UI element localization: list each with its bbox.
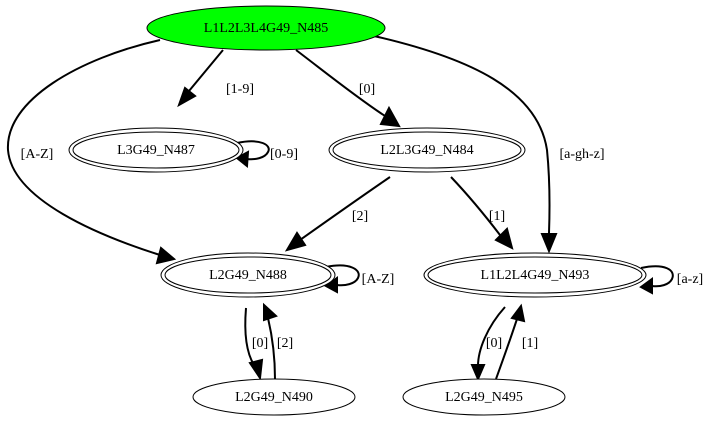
node-N495: L2G49_N495 [402, 378, 566, 416]
edge-N493-to-N493: [a-z] [639, 265, 703, 295]
edge-label: [0] [359, 82, 375, 97]
node-label: L3G49_N487 [117, 143, 195, 158]
node-label: L2L3G49_N484 [380, 143, 473, 158]
edge-arrowhead [540, 233, 558, 254]
node-N487: L3G49_N487 [68, 127, 244, 173]
edge-N484-to-N488: [2] [284, 176, 391, 252]
edge-arrowhead [263, 302, 278, 322]
edge-N484-to-N493: [1] [450, 176, 514, 250]
node-label: L2G49_N490 [235, 390, 313, 405]
accepting-ring [164, 256, 332, 294]
edge-label: [0] [486, 336, 502, 351]
edge-arrowhead [248, 358, 264, 381]
edge-label: [1-9] [226, 82, 254, 97]
accepting-ring [427, 256, 643, 294]
accepting-ring [332, 131, 522, 169]
edge-line [495, 318, 518, 380]
edge-arrowhead [155, 246, 177, 265]
edge-line [640, 265, 674, 288]
node-label: L1L2L3L4G49_N485 [204, 21, 328, 36]
edge-N488-to-N490: [0] [244, 307, 268, 381]
node-N484: L2L3G49_N484 [328, 127, 526, 173]
edge-N487-to-N487: [0-9] [235, 140, 298, 168]
edge-N490-to-N488: [2] [263, 302, 293, 380]
edge-label: [a-z] [677, 272, 703, 287]
node-N485: L1L2L3L4G49_N485 [146, 5, 386, 51]
node-label: L2G49_N488 [209, 268, 287, 283]
node-shape [192, 378, 356, 416]
edge-line [325, 264, 360, 287]
edge-line [450, 176, 501, 236]
edge-label: [0-9] [270, 147, 298, 162]
edge-N485-to-N487: [1-9] [177, 49, 254, 108]
edge-arrowhead [177, 86, 197, 108]
edge-line [236, 140, 270, 161]
edge-label: [A-Z] [21, 147, 54, 162]
edge-N485-to-N493: [a-gh-z] [373, 35, 605, 254]
node-N490: L2G49_N490 [192, 378, 356, 416]
node-N488: L2G49_N488 [160, 252, 336, 298]
node-label: L1L2L4G49_N493 [481, 268, 590, 283]
edge-N495-to-N493: [1] [495, 303, 538, 380]
edge-line [188, 49, 224, 92]
edge-label: [A-Z] [362, 272, 395, 287]
edge-label: [2] [352, 209, 368, 224]
edge-label: [1] [522, 336, 538, 351]
edge-arrowhead [235, 150, 250, 168]
node-N493: L1L2L4G49_N493 [423, 252, 647, 298]
edge-line [295, 49, 386, 117]
edge-line [6, 39, 161, 256]
edge-arrowhead [494, 227, 514, 250]
edge-line [267, 317, 276, 380]
edge-arrowhead [639, 277, 653, 295]
edge-label: [2] [277, 336, 293, 351]
edge-label: [0] [252, 336, 268, 351]
edge-line [373, 35, 551, 234]
accepting-ring [72, 131, 240, 169]
edge-label: [a-gh-z] [559, 147, 604, 162]
edge-N485-to-N484: [0] [295, 49, 401, 128]
edge-N485-to-N488: [A-Z] [6, 39, 177, 265]
edge-arrowhead [379, 105, 401, 128]
edges-layer: [1-9] [0] [A-Z] [a-gh-z] [0-9] [2] [1] [A-Z] [0]… [6, 35, 703, 382]
edge-arrowhead [470, 364, 486, 382]
edge-N493-to-N495: [0] [470, 306, 506, 382]
node-shape [402, 378, 566, 416]
node-label: L2G49_N495 [445, 390, 523, 405]
edge-line [477, 306, 506, 367]
edge-arrowhead [510, 303, 526, 323]
edge-N488-to-N488: [A-Z] [324, 264, 395, 294]
edge-line [299, 176, 391, 241]
edge-label: [1] [489, 209, 505, 224]
edge-arrowhead [284, 231, 307, 252]
start-node-shape [146, 5, 386, 51]
